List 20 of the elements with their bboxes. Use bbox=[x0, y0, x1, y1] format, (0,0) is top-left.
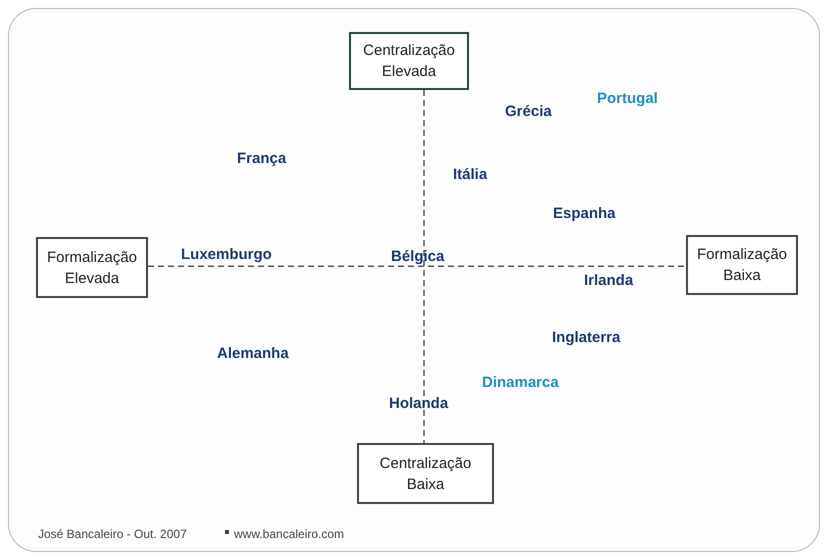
country-label: Espanha bbox=[553, 204, 616, 224]
country-label: Luxemburgo bbox=[181, 245, 272, 265]
country-label: Inglaterra bbox=[552, 328, 620, 348]
country-label: Irlanda bbox=[584, 271, 634, 291]
country-label: França bbox=[237, 149, 286, 169]
country-label: Grécia bbox=[505, 102, 552, 122]
dashed-axis-line bbox=[148, 266, 686, 267]
country-label: Portugal bbox=[597, 89, 658, 109]
country-label: Holanda bbox=[389, 394, 448, 414]
axis-label-box: Formalização Baixa bbox=[686, 235, 798, 295]
footer-text: José Bancaleiro - Out. 2007 bbox=[38, 526, 187, 543]
country-label: Itália bbox=[453, 165, 488, 185]
country-label: Dinamarca bbox=[482, 373, 559, 393]
country-label: Bélgica bbox=[391, 247, 444, 267]
axis-label-box: Centralização Elevada bbox=[349, 32, 469, 90]
footer-text: www.bancaleiro.com bbox=[234, 526, 344, 543]
axis-label-box: Centralização Baixa bbox=[357, 443, 494, 504]
axis-label-box: Formalização Elevada bbox=[36, 237, 148, 298]
dashed-axis-line bbox=[423, 90, 425, 443]
country-label: Alemanha bbox=[217, 344, 289, 364]
